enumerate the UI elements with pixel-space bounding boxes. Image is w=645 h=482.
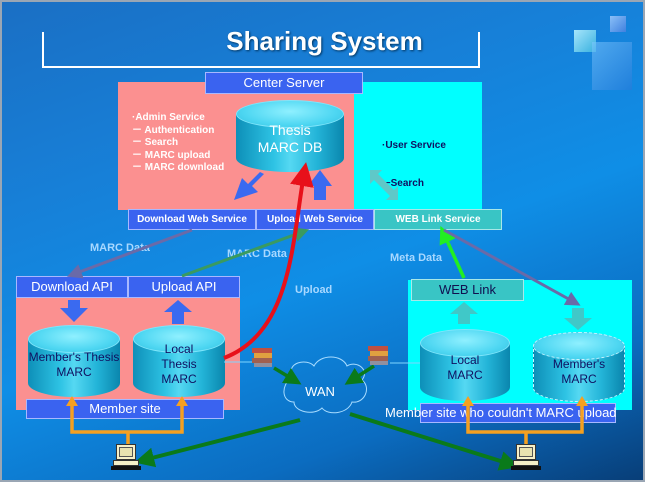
user-service-panel xyxy=(354,82,482,210)
meta-data-label: Meta Data xyxy=(390,252,442,264)
marc-data-upload-line xyxy=(181,227,310,278)
download-web-service[interactable]: Download Web Service xyxy=(128,209,256,230)
page-title: Sharing System xyxy=(226,26,423,56)
upload-api-arrow-icon xyxy=(164,300,192,324)
wan-to-left-pc-line xyxy=(134,418,301,468)
download-api-arrow-icon xyxy=(60,300,88,322)
computer-icon[interactable] xyxy=(111,444,142,470)
upload-curve xyxy=(223,162,314,360)
thesis-marc-db[interactable]: Thesis MARC DB xyxy=(236,100,344,172)
member-site-no-upload-label: Member site who couldn't MARC upload xyxy=(385,405,617,420)
weblink-to-member-line xyxy=(443,228,581,306)
upload-web-service[interactable]: Upload Web Service xyxy=(256,209,374,230)
books-icon xyxy=(368,346,390,366)
wan-label: WAN xyxy=(305,384,335,399)
wan-to-right-pc-line xyxy=(349,412,520,471)
admin-service-list: ·Admin Service － Authentication － Search… xyxy=(132,112,225,173)
decorative-cubes xyxy=(562,2,643,112)
title-frame xyxy=(42,32,480,68)
marc-data-download-line xyxy=(66,228,193,279)
member-site-links xyxy=(66,396,188,444)
web-link[interactable]: WEB Link xyxy=(411,279,524,301)
bidirectional-arrow-icon xyxy=(370,170,398,200)
meta-data-line xyxy=(439,226,466,279)
marc-data-up-label: MARC Data xyxy=(227,248,287,260)
upload-api[interactable]: Upload API xyxy=(128,276,240,298)
computer-icon[interactable] xyxy=(511,444,542,470)
member-marc-arrow-icon xyxy=(564,308,592,330)
download-arrow-icon xyxy=(234,172,264,200)
upload-label: Upload xyxy=(295,284,333,296)
member-site-no-upload-links xyxy=(462,396,588,444)
download-api[interactable]: Download API xyxy=(16,276,128,298)
books-icon xyxy=(252,348,274,368)
member-marc-db[interactable]: Member's MARC xyxy=(533,332,625,402)
local-thesis-marc-db[interactable]: Local Thesis MARC xyxy=(133,325,225,397)
web-link-arrow-icon xyxy=(450,302,478,324)
web-link-service[interactable]: WEB Link Service xyxy=(374,209,502,230)
center-server-label: Center Server xyxy=(205,72,363,94)
local-marc-db[interactable]: Local MARC xyxy=(420,329,510,401)
upload-arrow-icon xyxy=(308,170,332,200)
member-thesis-marc-db[interactable]: Member's Thesis MARC xyxy=(28,325,120,397)
wan-cloud-icon xyxy=(283,356,367,414)
